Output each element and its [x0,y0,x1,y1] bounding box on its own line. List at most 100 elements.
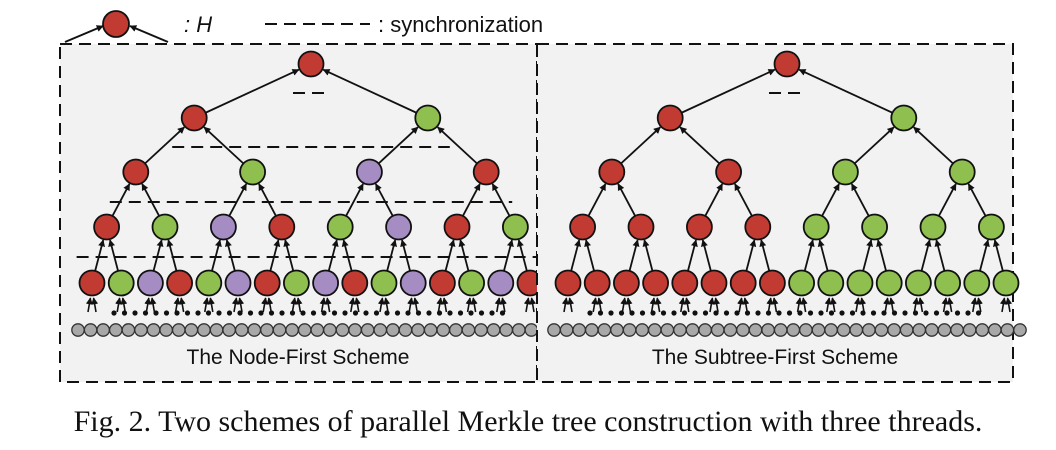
ellipsis-dot [373,310,380,316]
data-leaf [335,323,350,337]
leaf-edge [649,297,657,313]
ellipsis-dot [629,310,635,316]
data-leaf [610,323,624,337]
hash-node [978,213,1005,241]
leaf-edge [859,297,867,313]
hash-node [598,158,626,186]
ellipsis-dot [807,310,814,316]
hash-node [502,213,529,241]
tree-edge [628,239,640,272]
leaf-edge [970,297,978,313]
tree-edge [400,239,411,272]
leaf-edge [465,297,473,313]
ellipsis-dot [489,310,495,316]
ellipsis-dot [912,310,919,316]
tree-edge [734,183,753,217]
tree-edge [211,239,222,272]
ellipsis-dot [744,310,751,316]
hash-node [487,269,515,297]
ellipsis-dot [828,310,835,316]
ellipsis-dot [860,310,866,316]
leaf-edge [324,297,332,313]
hash-node [78,269,106,297]
ellipsis-dot [671,310,677,316]
hash-node [642,269,669,297]
hash-node [385,213,413,241]
tree-edge [503,239,514,272]
ellipsis-dot [321,310,327,316]
leaf-edge [115,297,122,313]
tree-edge [462,183,481,217]
ellipsis-dot [692,310,698,316]
data-leaf [622,323,637,337]
data-leaf [836,323,851,337]
tree-edge [798,68,893,114]
data-leaf [234,323,249,337]
leaf-edge [295,297,303,313]
ellipsis-dot [132,310,138,316]
tree-edge [913,126,954,165]
leaf-edge [713,297,721,313]
hash-node [788,269,815,297]
tree-edge [967,183,987,217]
ellipsis-dot [153,310,159,316]
tree-edge [141,183,160,217]
ellipsis-dot [587,310,593,316]
hash-node [919,213,947,241]
hash-node [239,158,267,186]
tree-edge [108,239,119,272]
leaf-edge [237,297,245,313]
hash-node [341,269,369,297]
hash-node [195,269,223,297]
tree-edge [386,239,397,272]
tree-edge [228,183,248,217]
leaf-edge [941,297,949,313]
leaf-edge [354,297,361,313]
tree-edge [341,239,353,272]
leaf-edge [888,297,896,313]
leaf-edge [208,297,215,313]
leaf-edge [523,297,531,313]
ellipsis-dot [195,310,201,316]
ellipsis-dot [723,310,730,316]
ellipsis-dot [870,310,877,316]
subtree-first-panel: The Subtree-First Scheme [536,43,1027,383]
legend-hash-node [64,10,169,43]
leaf-edge [348,297,356,313]
hash-node [312,269,340,297]
hash-node [122,158,150,186]
tree-edge [203,126,245,165]
data-leaf [297,323,312,337]
hash-node [224,269,252,297]
hash-node [93,213,120,241]
data-leaf [360,323,375,337]
hash-node [963,269,991,297]
hash-node [326,213,354,241]
hash-node [905,269,932,297]
data-leaf [874,323,889,337]
ellipsis-dot [405,310,411,316]
hash-node [890,104,918,132]
tree-edge [491,183,511,217]
tree-edge [283,239,295,272]
ellipsis-dot [331,310,338,316]
ellipsis-dot [933,310,940,316]
ellipsis-dot [639,310,646,316]
ellipsis-dot [111,310,117,316]
ellipsis-dot [881,310,887,316]
data-leaf [247,323,262,337]
tree-edge [437,126,478,165]
leaf-edge [591,297,598,313]
hash-node [414,104,442,132]
hash-node [268,213,296,241]
data-leaf [685,323,700,337]
leaf-edge [596,297,604,313]
data-leaf [572,323,587,337]
leaf-edge [494,297,502,313]
hash-node [472,158,500,186]
hash-node [744,213,772,241]
data-leaf [159,323,174,337]
leaf-edge [946,297,954,313]
data-leaf [108,323,123,337]
ellipsis-dot [363,310,369,316]
